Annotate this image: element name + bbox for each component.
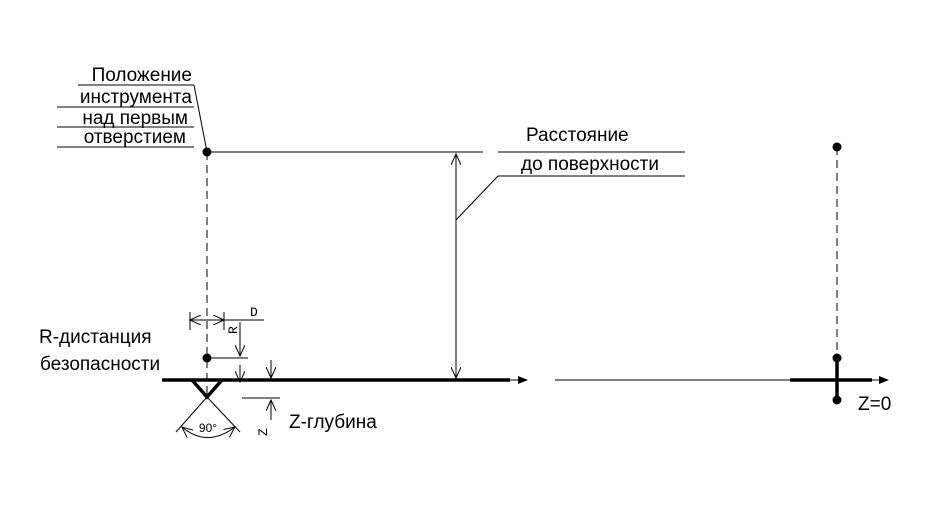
leader-line: [455, 175, 499, 221]
surface-distance-label: Расстояние до поверхности: [455, 125, 685, 221]
tool-position-line-4: отверстием: [84, 127, 186, 148]
z-dimension: Z: [242, 360, 280, 436]
reference-depth-point: [832, 395, 842, 405]
d-dimension: D: [190, 305, 264, 330]
tool-position-line-1: Положение: [92, 65, 192, 86]
reference-safety-point: [832, 353, 842, 363]
z-label: Z: [256, 428, 271, 436]
angle-extension: [206, 396, 241, 433]
r-label: R: [226, 326, 241, 334]
tool-position-line-2: инструмента: [80, 87, 193, 108]
safety-distance-label: R-дистанция безопасности: [39, 327, 160, 375]
leader-line: [193, 84, 208, 153]
safety-distance-line-2: безопасности: [40, 354, 160, 375]
surface-distance-line-1: Расстояние: [526, 125, 629, 146]
tool-position-label: Положение инструмента над первым отверст…: [57, 65, 208, 153]
depth-label: Z-глубина: [289, 412, 377, 433]
zero-label: Z=0: [858, 394, 891, 415]
angle-label: 90°: [199, 421, 217, 435]
d-label: D: [250, 305, 258, 320]
angle-arc: [182, 427, 235, 438]
surface-distance-line-2: до поверхности: [521, 154, 659, 175]
reference-top-point: [832, 142, 842, 152]
safety-distance-line-1: R-дистанция: [39, 327, 152, 348]
tool-position-line-3: над первым: [82, 108, 188, 129]
angle-dimension: 90°: [175, 396, 241, 438]
r-dimension: R: [226, 322, 241, 382]
angle-extension: [175, 396, 208, 433]
